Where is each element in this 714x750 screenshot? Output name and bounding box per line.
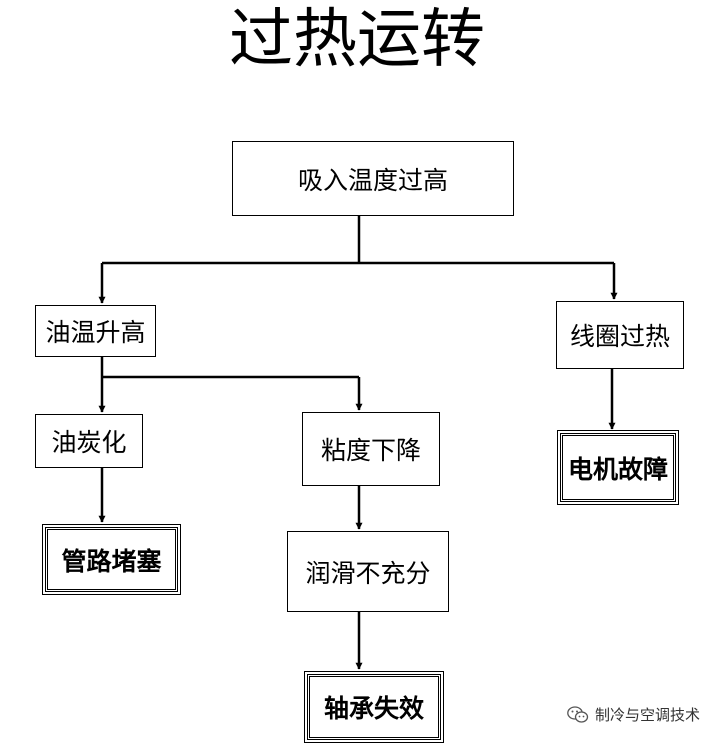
wechat-icon <box>567 705 589 723</box>
watermark: 制冷与空调技术 <box>567 704 700 725</box>
node-motor-fault: 电机故障 <box>557 430 679 505</box>
diagram-title: 过热运转 <box>229 3 485 77</box>
watermark-text: 制冷与空调技术 <box>594 706 700 724</box>
node-coil-overheat: 线圈过热 <box>556 301 684 369</box>
node-viscosity-drop: 粘度下降 <box>302 412 440 486</box>
node-pipe-blockage: 管路堵塞 <box>42 524 181 595</box>
node-oil-carbonization: 油炭化 <box>35 414 143 468</box>
node-bearing-failure: 轴承失效 <box>304 671 444 743</box>
node-intake-temp-high: 吸入温度过高 <box>232 141 514 216</box>
node-oil-temp-rise: 油温升高 <box>35 305 156 357</box>
node-insufficient-lubrication: 润滑不充分 <box>287 531 449 612</box>
